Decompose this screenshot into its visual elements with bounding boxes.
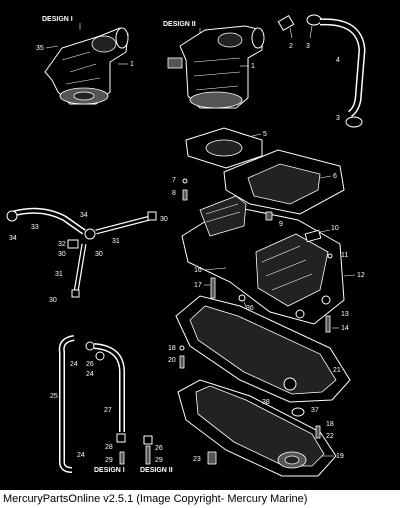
callout-30-c: 30 <box>95 251 103 258</box>
callout-30-d: 30 <box>49 297 57 304</box>
drain-tube-27 <box>93 343 125 432</box>
callout-19: 19 <box>336 453 344 460</box>
callout-22: 22 <box>326 433 334 440</box>
fitting-36 <box>238 294 246 302</box>
callout-18-b: 18 <box>326 421 334 428</box>
callout-37: 37 <box>311 407 319 414</box>
callout-1-design-2: 1 <box>251 63 255 70</box>
hose-clamp-3-lower <box>345 116 363 128</box>
bolt-17 <box>210 277 216 299</box>
callout-8: 8 <box>172 190 176 197</box>
callout-11: 11 <box>341 252 348 259</box>
design-2-header: DESIGN II <box>163 21 196 28</box>
callout-35: 35 <box>36 45 44 52</box>
callout-34-left: 34 <box>9 235 17 242</box>
callout-24-a: 24 <box>70 361 78 368</box>
o-ring-37 <box>291 407 305 417</box>
callout-31-a: 31 <box>112 238 120 245</box>
callout-3-upper: 3 <box>306 43 310 50</box>
callout-24-b: 24 <box>86 371 94 378</box>
callout-26-b: 26 <box>155 445 163 452</box>
plug-11 <box>327 253 333 259</box>
callout-16: 16 <box>194 267 202 274</box>
callout-14: 14 <box>341 325 349 332</box>
callout-13: 13 <box>341 311 349 318</box>
exhaust-manifold-12 <box>181 195 345 325</box>
callout-26: 26 <box>86 361 94 368</box>
fitting-23 <box>207 451 217 465</box>
callout-29-b: 29 <box>155 457 163 464</box>
design-1-header: DESIGN I <box>42 16 73 23</box>
callout-1-design-1: 1 <box>130 61 134 68</box>
callout-36: 36 <box>246 305 254 312</box>
stud-8 <box>182 189 188 201</box>
callout-5: 5 <box>263 131 267 138</box>
bolt-13 <box>325 315 331 333</box>
callout-25: 25 <box>50 393 58 400</box>
callout-32: 32 <box>58 241 66 248</box>
callout-9: 9 <box>279 221 283 228</box>
callout-4: 4 <box>336 57 340 64</box>
water-hose-assembly <box>6 207 157 298</box>
callout-31-b: 31 <box>55 271 63 278</box>
callout-17: 17 <box>194 282 202 289</box>
callout-28: 28 <box>105 444 113 451</box>
callout-21: 21 <box>333 367 341 374</box>
hose-clamp-3-upper <box>306 14 322 39</box>
fitting-10 <box>304 229 322 243</box>
drain-tube-25 <box>58 335 75 473</box>
callout-34-right: 34 <box>80 212 88 219</box>
callout-20: 20 <box>168 357 176 364</box>
exhaust-elbow-design-1 <box>44 27 129 105</box>
callout-18-a: 18 <box>168 345 176 352</box>
copyright-footer: MercuryPartsOnline v2.5.1 (Image Copyrig… <box>0 490 400 508</box>
exploded-parts-diagram: DESIGN I 35 1 DESIGN II 1 2 3 4 3 <box>6 14 366 477</box>
callout-10: 10 <box>331 225 339 232</box>
callout-24-c: 24 <box>77 452 85 459</box>
callout-33: 33 <box>31 224 39 231</box>
footer-label-design-1: DESIGN I <box>94 467 125 474</box>
callout-6: 6 <box>333 173 337 180</box>
callout-3-lower: 3 <box>336 115 340 122</box>
callout-29-a: 29 <box>105 457 113 464</box>
callout-12: 12 <box>357 272 365 279</box>
callout-23: 23 <box>193 456 201 463</box>
callout-30-b: 30 <box>58 251 66 258</box>
footer-label-design-2: DESIGN II <box>140 467 173 474</box>
callout-7: 7 <box>172 177 176 184</box>
hose-fitting-2 <box>277 14 295 39</box>
callout-38: 38 <box>262 399 270 406</box>
plug-9 <box>265 211 273 221</box>
callout-30-a: 30 <box>160 216 168 223</box>
exhaust-cover-19 <box>177 379 337 477</box>
exhaust-elbow-design-2 <box>167 25 265 109</box>
callout-2: 2 <box>289 43 293 50</box>
callout-27: 27 <box>104 407 112 414</box>
bolt-7 <box>182 178 188 184</box>
leader-35 <box>45 45 59 49</box>
